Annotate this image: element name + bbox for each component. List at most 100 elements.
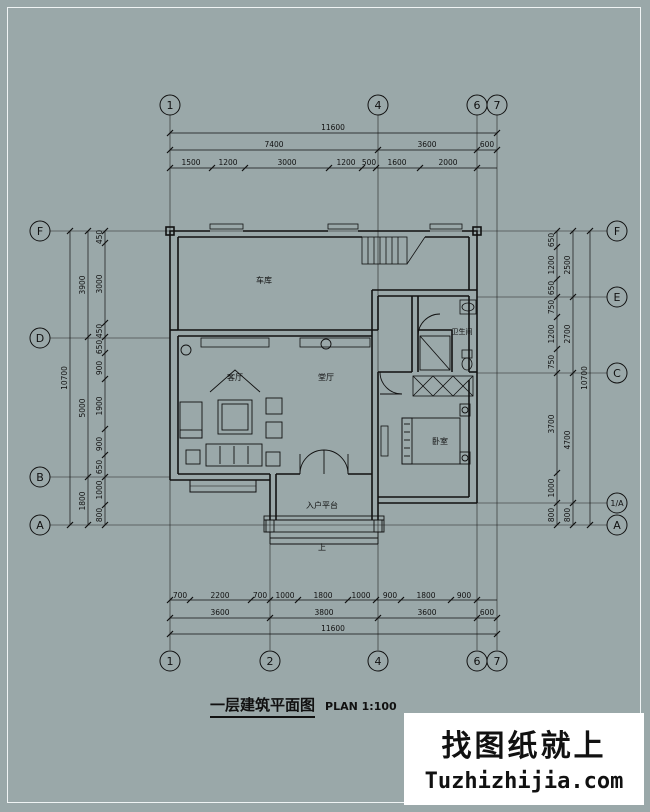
dim-left-detail-8: 650 <box>95 460 104 475</box>
watermark-logo: 找图纸就上 Tuzhizhijia.com <box>404 713 644 805</box>
axis-bubble-labels: 1 4 6 7 1 2 4 6 7 F D B A F E C 1/A A <box>36 99 624 668</box>
dimension-lines <box>69 132 591 635</box>
doors <box>299 313 451 475</box>
entry-platform <box>263 515 385 545</box>
drawing-title: 一层建筑平面图 PLAN 1:100 <box>210 694 397 718</box>
dim-top-detail-6: 1600 <box>387 158 406 167</box>
dim-top-detail-4: 1200 <box>336 158 355 167</box>
axis-label-top-7: 7 <box>494 99 501 112</box>
dim-top-sub-1: 7400 <box>264 140 283 149</box>
dimension-texts: 11600 7400 3600 600 1500 1200 3000 1200 … <box>173 123 495 633</box>
axis-label-right-a: A <box>613 519 621 532</box>
stair <box>361 236 426 265</box>
axis-label-right-1a: 1/A <box>610 499 624 508</box>
dim-top-detail-1: 1500 <box>181 158 200 167</box>
dim-left-detail-5: 900 <box>95 361 104 376</box>
dim-bottom-sub-2: 3800 <box>314 608 333 617</box>
room-label-bathroom: 卫生间 <box>452 327 473 336</box>
axis-label-bottom-6: 6 <box>474 655 481 668</box>
dimension-texts-vertical: 10700 3900 5000 1800 450 3000 450 650 90… <box>60 230 589 523</box>
room-label-living: 客厅 <box>227 372 243 382</box>
axis-label-right-c: C <box>613 367 621 380</box>
dimension-ticks <box>66 129 594 638</box>
dim-right-detail-2: 1200 <box>547 255 556 274</box>
dim-right-sub-4: 800 <box>563 508 572 523</box>
room-label-step: 上 <box>318 543 326 552</box>
axis-label-left-d: D <box>36 332 44 345</box>
sheet-border <box>7 7 641 803</box>
axis-label-top-4: 4 <box>375 99 382 112</box>
watermark-text-en: Tuzhizhijia.com <box>424 769 624 794</box>
dim-left-total: 10700 <box>60 366 69 390</box>
dim-bottom-detail-1: 700 <box>173 591 188 600</box>
dim-left-sub-2: 5000 <box>78 398 87 417</box>
room-label-hall: 堂厅 <box>318 372 334 382</box>
axis-label-left-f: F <box>37 225 43 238</box>
dim-left-detail-9: 1000 <box>95 480 104 499</box>
drawing-scale: PLAN 1:100 <box>325 700 397 713</box>
dim-right-detail-5: 1200 <box>547 324 556 343</box>
dim-left-sub-3: 1800 <box>78 491 87 510</box>
dim-top-total: 11600 <box>321 123 345 132</box>
axis-label-bottom-7: 7 <box>494 655 501 668</box>
dim-left-detail-3: 450 <box>95 324 104 339</box>
dim-left-detail-2: 3000 <box>95 274 104 293</box>
dim-left-detail-7: 900 <box>95 437 104 452</box>
dim-right-detail-6: 750 <box>547 355 556 370</box>
room-labels: 车库 客厅 堂厅 卫生间 卧室 入户平台 上 <box>227 275 473 552</box>
room-label-bedroom: 卧室 <box>432 436 448 446</box>
dim-top-detail-3: 3000 <box>277 158 296 167</box>
dim-bottom-detail-6: 1000 <box>351 591 370 600</box>
dim-right-total: 10700 <box>580 366 589 390</box>
dim-right-detail-7: 3700 <box>547 414 556 433</box>
dim-bottom-sub-3: 3600 <box>417 608 436 617</box>
walls <box>165 226 482 520</box>
dim-right-detail-1: 650 <box>547 233 556 248</box>
axis-label-top-6: 6 <box>474 99 481 112</box>
dim-bottom-detail-9: 900 <box>457 591 472 600</box>
bathroom-fixtures <box>459 299 477 371</box>
dim-bottom-sub-1: 3600 <box>210 608 229 617</box>
dim-bottom-detail-3: 700 <box>253 591 268 600</box>
axis-bubbles <box>29 94 628 672</box>
dim-left-detail-10: 800 <box>95 508 104 523</box>
dim-bottom-detail-2: 2200 <box>210 591 229 600</box>
dim-bottom-detail-5: 1800 <box>313 591 332 600</box>
dim-bottom-sub-4: 600 <box>480 608 495 617</box>
dim-left-detail-6: 1900 <box>95 396 104 415</box>
dim-top-detail-5: 500 <box>362 158 377 167</box>
axis-label-right-f: F <box>614 225 620 238</box>
dim-top-sub-3: 600 <box>480 140 495 149</box>
dim-left-sub-1: 3900 <box>78 275 87 294</box>
dim-top-sub-2: 3600 <box>417 140 436 149</box>
dim-right-sub-1: 2500 <box>563 255 572 274</box>
drawing-title-cn: 一层建筑平面图 <box>210 694 316 718</box>
dim-right-sub-2: 2700 <box>563 324 572 343</box>
dim-right-detail-3: 650 <box>547 281 556 296</box>
dim-right-detail-4: 750 <box>547 300 556 315</box>
dim-bottom-detail-7: 900 <box>383 591 398 600</box>
dim-right-detail-8: 1000 <box>547 478 556 497</box>
living-furniture <box>179 338 332 467</box>
dim-top-detail-2: 1200 <box>218 158 237 167</box>
windows <box>200 223 474 457</box>
dim-bottom-detail-8: 1800 <box>416 591 435 600</box>
axis-label-top-1: 1 <box>167 99 174 112</box>
watermark-text-cn: 找图纸就上 <box>441 729 607 764</box>
dim-right-sub-3: 4700 <box>563 430 572 449</box>
axis-label-bottom-2: 2 <box>267 655 274 668</box>
axis-label-left-a: A <box>36 519 44 532</box>
dim-top-detail-7: 2000 <box>438 158 457 167</box>
room-label-garage: 车库 <box>256 275 272 285</box>
axis-lines <box>50 115 610 650</box>
dim-bottom-detail-4: 1000 <box>275 591 294 600</box>
dim-right-detail-9: 800 <box>547 508 556 523</box>
dim-left-detail-4: 650 <box>95 340 104 355</box>
dim-left-detail-1: 450 <box>95 230 104 245</box>
room-label-entry: 入户平台 <box>306 500 338 510</box>
axis-label-bottom-1: 1 <box>167 655 174 668</box>
axis-label-right-e: E <box>614 291 621 304</box>
dim-bottom-total: 11600 <box>321 624 345 633</box>
